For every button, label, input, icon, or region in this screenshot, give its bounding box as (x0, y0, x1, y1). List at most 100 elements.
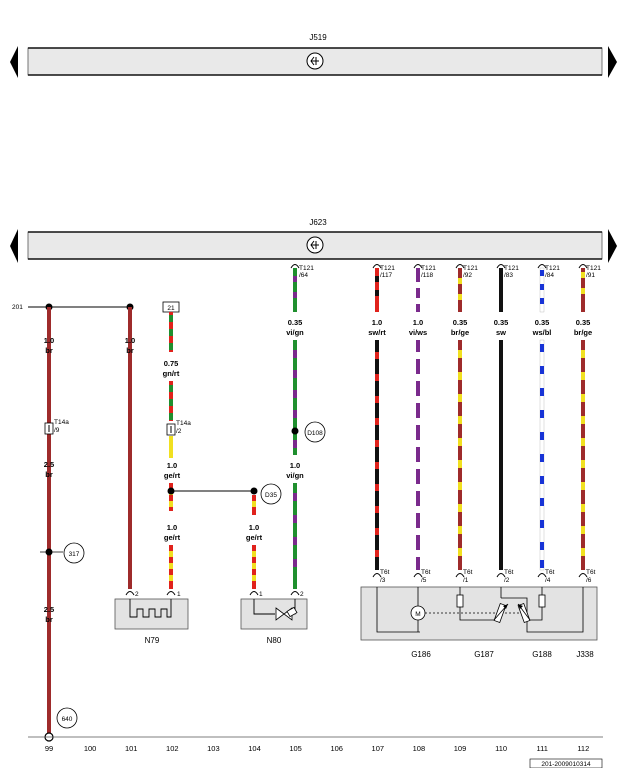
svg-text:T121: T121 (545, 265, 560, 272)
scale-tick-label: 109 (454, 744, 467, 753)
svg-text:T6t: T6t (586, 569, 596, 576)
ref-317: 317 (63, 542, 85, 564)
svg-text:1: 1 (177, 591, 181, 598)
svg-text:T121: T121 (463, 265, 478, 272)
bus-right-arrow-icon (608, 46, 617, 78)
svg-text:T14a: T14a (176, 420, 191, 427)
svg-text:1.0: 1.0 (372, 318, 382, 327)
wire-color: br (45, 470, 53, 479)
svg-text:br: br (126, 346, 134, 355)
svg-text:gn/rt: gn/rt (163, 369, 180, 378)
svg-text:317: 317 (69, 551, 80, 558)
svg-text:/2: /2 (176, 428, 182, 435)
scale-tick-label: 100 (84, 744, 97, 753)
svg-text:T6t: T6t (463, 569, 473, 576)
svg-text:1: 1 (259, 591, 263, 598)
ref-d108: D108 (304, 421, 326, 443)
svg-text:/84: /84 (545, 272, 554, 279)
scale-tick-label: 102 (166, 744, 179, 753)
svg-text:0.35: 0.35 (535, 318, 550, 327)
scale-tick-label: 99 (45, 744, 53, 753)
wire-size: 2.5 (44, 460, 54, 469)
svg-text:/9: /9 (54, 427, 60, 434)
svg-text:/1: /1 (463, 577, 469, 584)
svg-text:0.35: 0.35 (453, 318, 468, 327)
wire-105: T121 /64 0.35 vi/gn D108 1.0 vi/gn 2 (286, 264, 326, 598)
svg-text:/6: /6 (586, 577, 592, 584)
svg-text:/4: /4 (545, 577, 551, 584)
svg-text:T6t: T6t (504, 569, 514, 576)
svg-text:T14a: T14a (54, 419, 69, 426)
ecu-symbol-icon (306, 52, 324, 70)
svg-text:T121: T121 (299, 265, 314, 272)
svg-text:1.0: 1.0 (413, 318, 423, 327)
module-j519: J519 (10, 33, 617, 78)
motor-icon: M (410, 605, 426, 621)
svg-text:1.0: 1.0 (167, 461, 177, 470)
module-j519-label: J519 (309, 33, 327, 42)
svg-text:G186: G186 (411, 650, 431, 659)
wire-color: br (45, 346, 53, 355)
svg-text:2: 2 (300, 591, 304, 598)
ground-bus: 201 (12, 303, 134, 311)
svg-text:0.75: 0.75 (164, 359, 179, 368)
svg-text:T6t: T6t (380, 569, 390, 576)
scale-tick-label: 107 (372, 744, 385, 753)
module-j623: J623 (10, 218, 617, 263)
svg-text:br/ge: br/ge (451, 328, 469, 337)
wire-108: T121 /118 1.0 vi/ws T6t /5 (409, 264, 436, 584)
svg-text:ge/rt: ge/rt (164, 471, 181, 480)
svg-text:/91: /91 (586, 272, 595, 279)
svg-text:21: 21 (167, 305, 175, 312)
svg-text:ge/rt: ge/rt (246, 533, 263, 542)
svg-text:ge/rt: ge/rt (164, 533, 181, 542)
scale-tick-label: 105 (289, 744, 302, 753)
throttle-assembly: M G186 G187 G188 J338 (360, 586, 598, 659)
svg-text:/3: /3 (380, 577, 386, 584)
wire-104: D35 1.0 ge/rt 1 (246, 483, 282, 598)
scale-tick-label: 106 (330, 744, 343, 753)
bus-left-arrow-icon (10, 46, 18, 78)
ecu-symbol-icon (306, 236, 324, 254)
svg-text:sw/rt: sw/rt (368, 328, 386, 337)
scale-tick-label: 104 (248, 744, 261, 753)
svg-text:/83: /83 (504, 272, 513, 279)
ground-label: 201 (12, 304, 23, 311)
svg-text:T121: T121 (421, 265, 436, 272)
svg-text:T121: T121 (504, 265, 519, 272)
svg-text:1.0: 1.0 (125, 336, 135, 345)
svg-text:0.35: 0.35 (494, 318, 509, 327)
svg-text:1.0: 1.0 (167, 523, 177, 532)
svg-text:2: 2 (135, 591, 139, 598)
svg-text:G188: G188 (532, 650, 552, 659)
bus-right-arrow-icon (608, 229, 617, 263)
svg-text:vi/gn: vi/gn (286, 328, 304, 337)
svg-text:T6t: T6t (545, 569, 555, 576)
svg-text:N80: N80 (267, 636, 282, 645)
svg-text:D108: D108 (307, 430, 323, 437)
wire-size: 1.0 (44, 336, 54, 345)
svg-text:J338: J338 (576, 650, 594, 659)
heater-element-icon (129, 599, 172, 618)
wire-111: T121 /84 0.35 ws/bl T6t /4 (532, 264, 560, 584)
wire-107: T121 /117 1.0 sw/rt T6t /3 (368, 264, 395, 584)
svg-text:0.35: 0.35 (576, 318, 591, 327)
connector-t14a-9: T14a /9 (44, 419, 69, 435)
ref-640: 640 (56, 707, 78, 729)
svg-text:640: 640 (62, 716, 73, 723)
svg-text:br/ge: br/ge (574, 328, 592, 337)
svg-text:T121: T121 (586, 265, 601, 272)
wire-102: 21 0.75 gn/rt T14a /2 1.0 ge/rt 1.0 ge/r… (162, 301, 258, 598)
scale-tick-label: 108 (413, 744, 426, 753)
connector-t14a-2: T14a /2 (166, 420, 191, 436)
scale-tick-label: 112 (577, 744, 589, 753)
resistor-icon (456, 594, 464, 608)
bus-left-arrow-icon (10, 229, 18, 263)
scale-tick-label: 110 (495, 744, 507, 753)
svg-text:ws/bl: ws/bl (532, 328, 552, 337)
component-n79: N79 (114, 598, 189, 645)
wire-size: 2.5 (44, 605, 54, 614)
svg-text:vi/gn: vi/gn (286, 471, 304, 480)
